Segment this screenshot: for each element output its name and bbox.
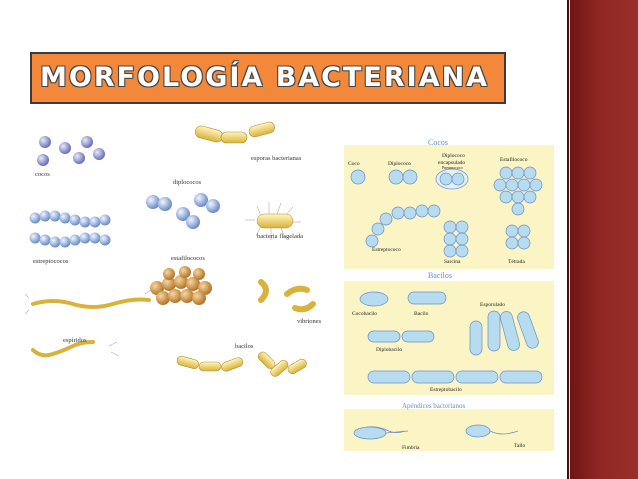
label-sarcina: Sarcina	[444, 259, 461, 265]
title-banner: MORFOLOGÍA BACTERIANA	[30, 52, 506, 104]
label-bacilos: bacilos	[235, 343, 254, 350]
label-esporas: esporas bacterianas	[251, 155, 302, 162]
header-apendices: Apéndices bacterianos	[402, 402, 465, 410]
label-estafilococos: estafilococos	[171, 255, 205, 262]
label-fimbria: Fimbria	[402, 445, 420, 451]
bacteria-illustration: cocos esporas bacterianas diplococos bac…	[25, 121, 322, 377]
bacilos-cells	[359, 291, 543, 384]
label-diplococo-enc-1: Diplococo	[442, 153, 465, 159]
esporas-shapes	[194, 121, 275, 144]
label-flagelada: bacteria flagelada	[257, 233, 303, 240]
label-diplococos: diplococos	[173, 179, 202, 186]
label-diplococo: Diplococo	[388, 161, 411, 167]
sidebar-divider	[567, 0, 569, 479]
header-bacilos: Bacilos	[428, 271, 452, 280]
estreptococos-chains	[29, 210, 111, 248]
vibriones-shapes	[258, 279, 316, 313]
label-estafilococo: Estafilococo	[500, 156, 528, 163]
slide-title: MORFOLOGÍA BACTERIANA	[40, 62, 490, 93]
label-tetrada: Tétrada	[508, 259, 525, 265]
label-diplococo-enc-2: encapsulado	[438, 160, 465, 166]
espiridos-shapes	[25, 289, 152, 358]
label-coco: Coco	[348, 161, 360, 167]
label-vibriones: vibriones	[297, 318, 322, 325]
classification-chart: Cocos Coco Diplococo Diplococo encapsula…	[344, 138, 554, 451]
estafilococos-cluster	[150, 266, 212, 305]
flagelada-shape	[245, 202, 301, 240]
bacilos-shapes	[176, 351, 307, 377]
diplococos-shapes	[146, 193, 220, 229]
cocos-cluster	[37, 136, 105, 166]
label-estreptococo: Estreptococo	[372, 247, 401, 253]
cocos-cells	[350, 166, 543, 258]
header-cocos: Cocos	[428, 138, 448, 147]
label-esporulado: Esporulado	[480, 302, 505, 308]
label-estreptobacilo: Estreptobacilo	[430, 387, 462, 393]
label-bacilo: Bacilo	[414, 311, 429, 317]
label-tallo: Tallo	[514, 443, 525, 449]
label-diplococo-enc-3: Pneumococo	[442, 165, 463, 170]
label-cocos: cocos	[35, 171, 50, 178]
label-diplobacilo: Diplobacilo	[376, 347, 402, 353]
label-espiridos: espíridos	[63, 337, 87, 344]
decorative-sidebar	[570, 0, 638, 479]
label-estreptococos: estreptococos	[33, 258, 69, 265]
label-cocobacilo: Cocobacilo	[352, 311, 377, 317]
